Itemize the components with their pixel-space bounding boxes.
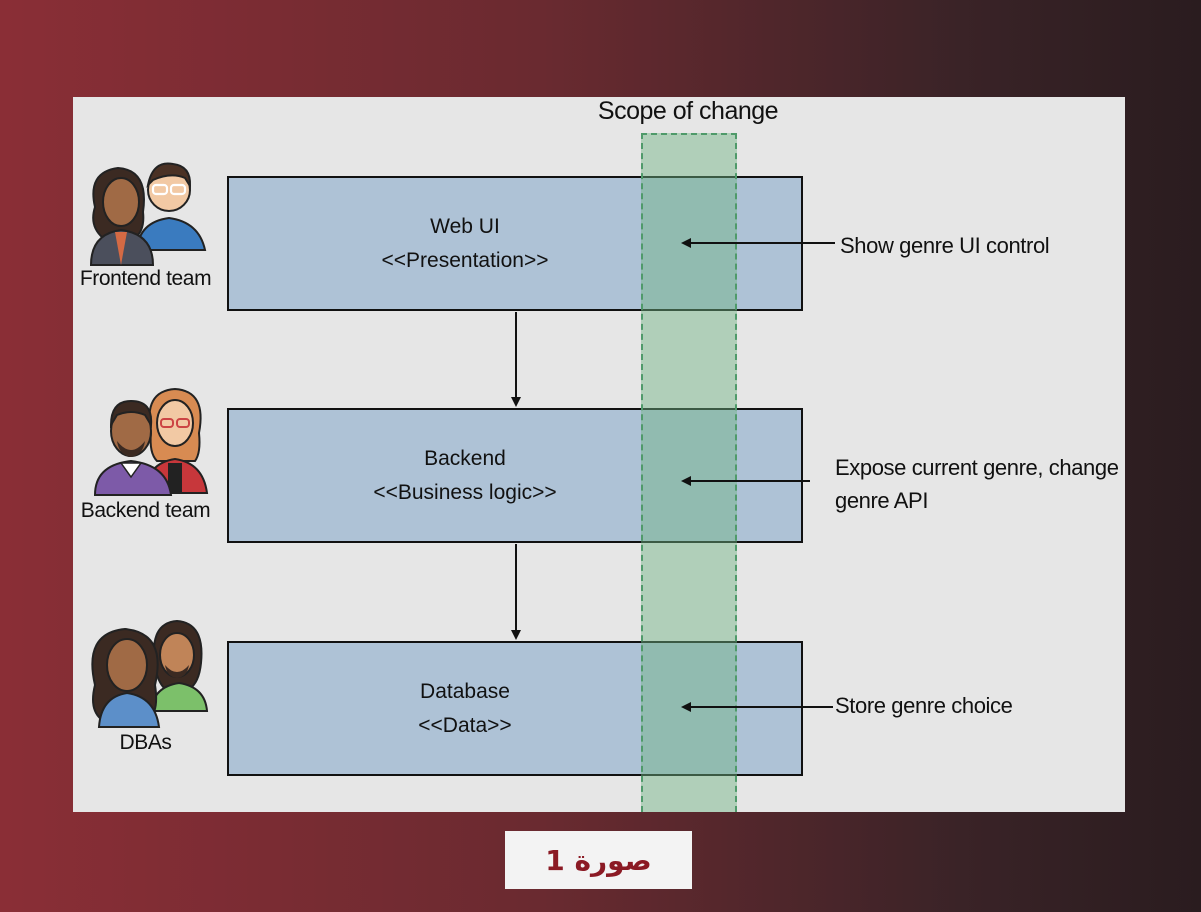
- team-dbas: DBAs: [73, 615, 218, 754]
- note-web-ui: Show genre UI control: [840, 229, 1050, 262]
- layer-stereotype: <<Business logic>>: [373, 480, 557, 504]
- note-line: Show genre UI control: [840, 233, 1050, 258]
- team-label: Frontend team: [79, 267, 212, 290]
- scope-of-change-band: [641, 133, 737, 812]
- note-database: Store genre choice: [835, 689, 1013, 722]
- layer-stereotype: <<Data>>: [418, 713, 512, 737]
- scope-title: Scope of change: [597, 97, 779, 125]
- caption-box: صورة 1: [505, 831, 692, 889]
- team-label: Backend team: [80, 499, 211, 522]
- note-line: Expose current genre, change: [835, 455, 1119, 480]
- layer-name: Web UI: [430, 214, 500, 238]
- caption: صورة 1: [545, 843, 652, 877]
- layer-name: Backend: [424, 446, 506, 470]
- layer-name: Database: [420, 679, 510, 703]
- team-label: DBAs: [119, 731, 172, 754]
- layer-box-backend: Backend <<Business logic>>: [227, 408, 803, 543]
- note-backend: Expose current genre, change genre API: [835, 451, 1119, 517]
- people-icon: [93, 387, 209, 496]
- diagram-panel: Scope of change Web UI <<Presentation>> …: [73, 97, 1125, 812]
- people-icon: [89, 162, 207, 266]
- team-backend: Backend team: [73, 383, 218, 522]
- note-line: genre API: [835, 488, 929, 513]
- team-frontend: Frontend team: [73, 152, 218, 290]
- people-icon: [91, 619, 209, 728]
- layer-stereotype: <<Presentation>>: [381, 248, 549, 272]
- layer-box-database: Database <<Data>>: [227, 641, 803, 776]
- note-line: Store genre choice: [835, 693, 1013, 718]
